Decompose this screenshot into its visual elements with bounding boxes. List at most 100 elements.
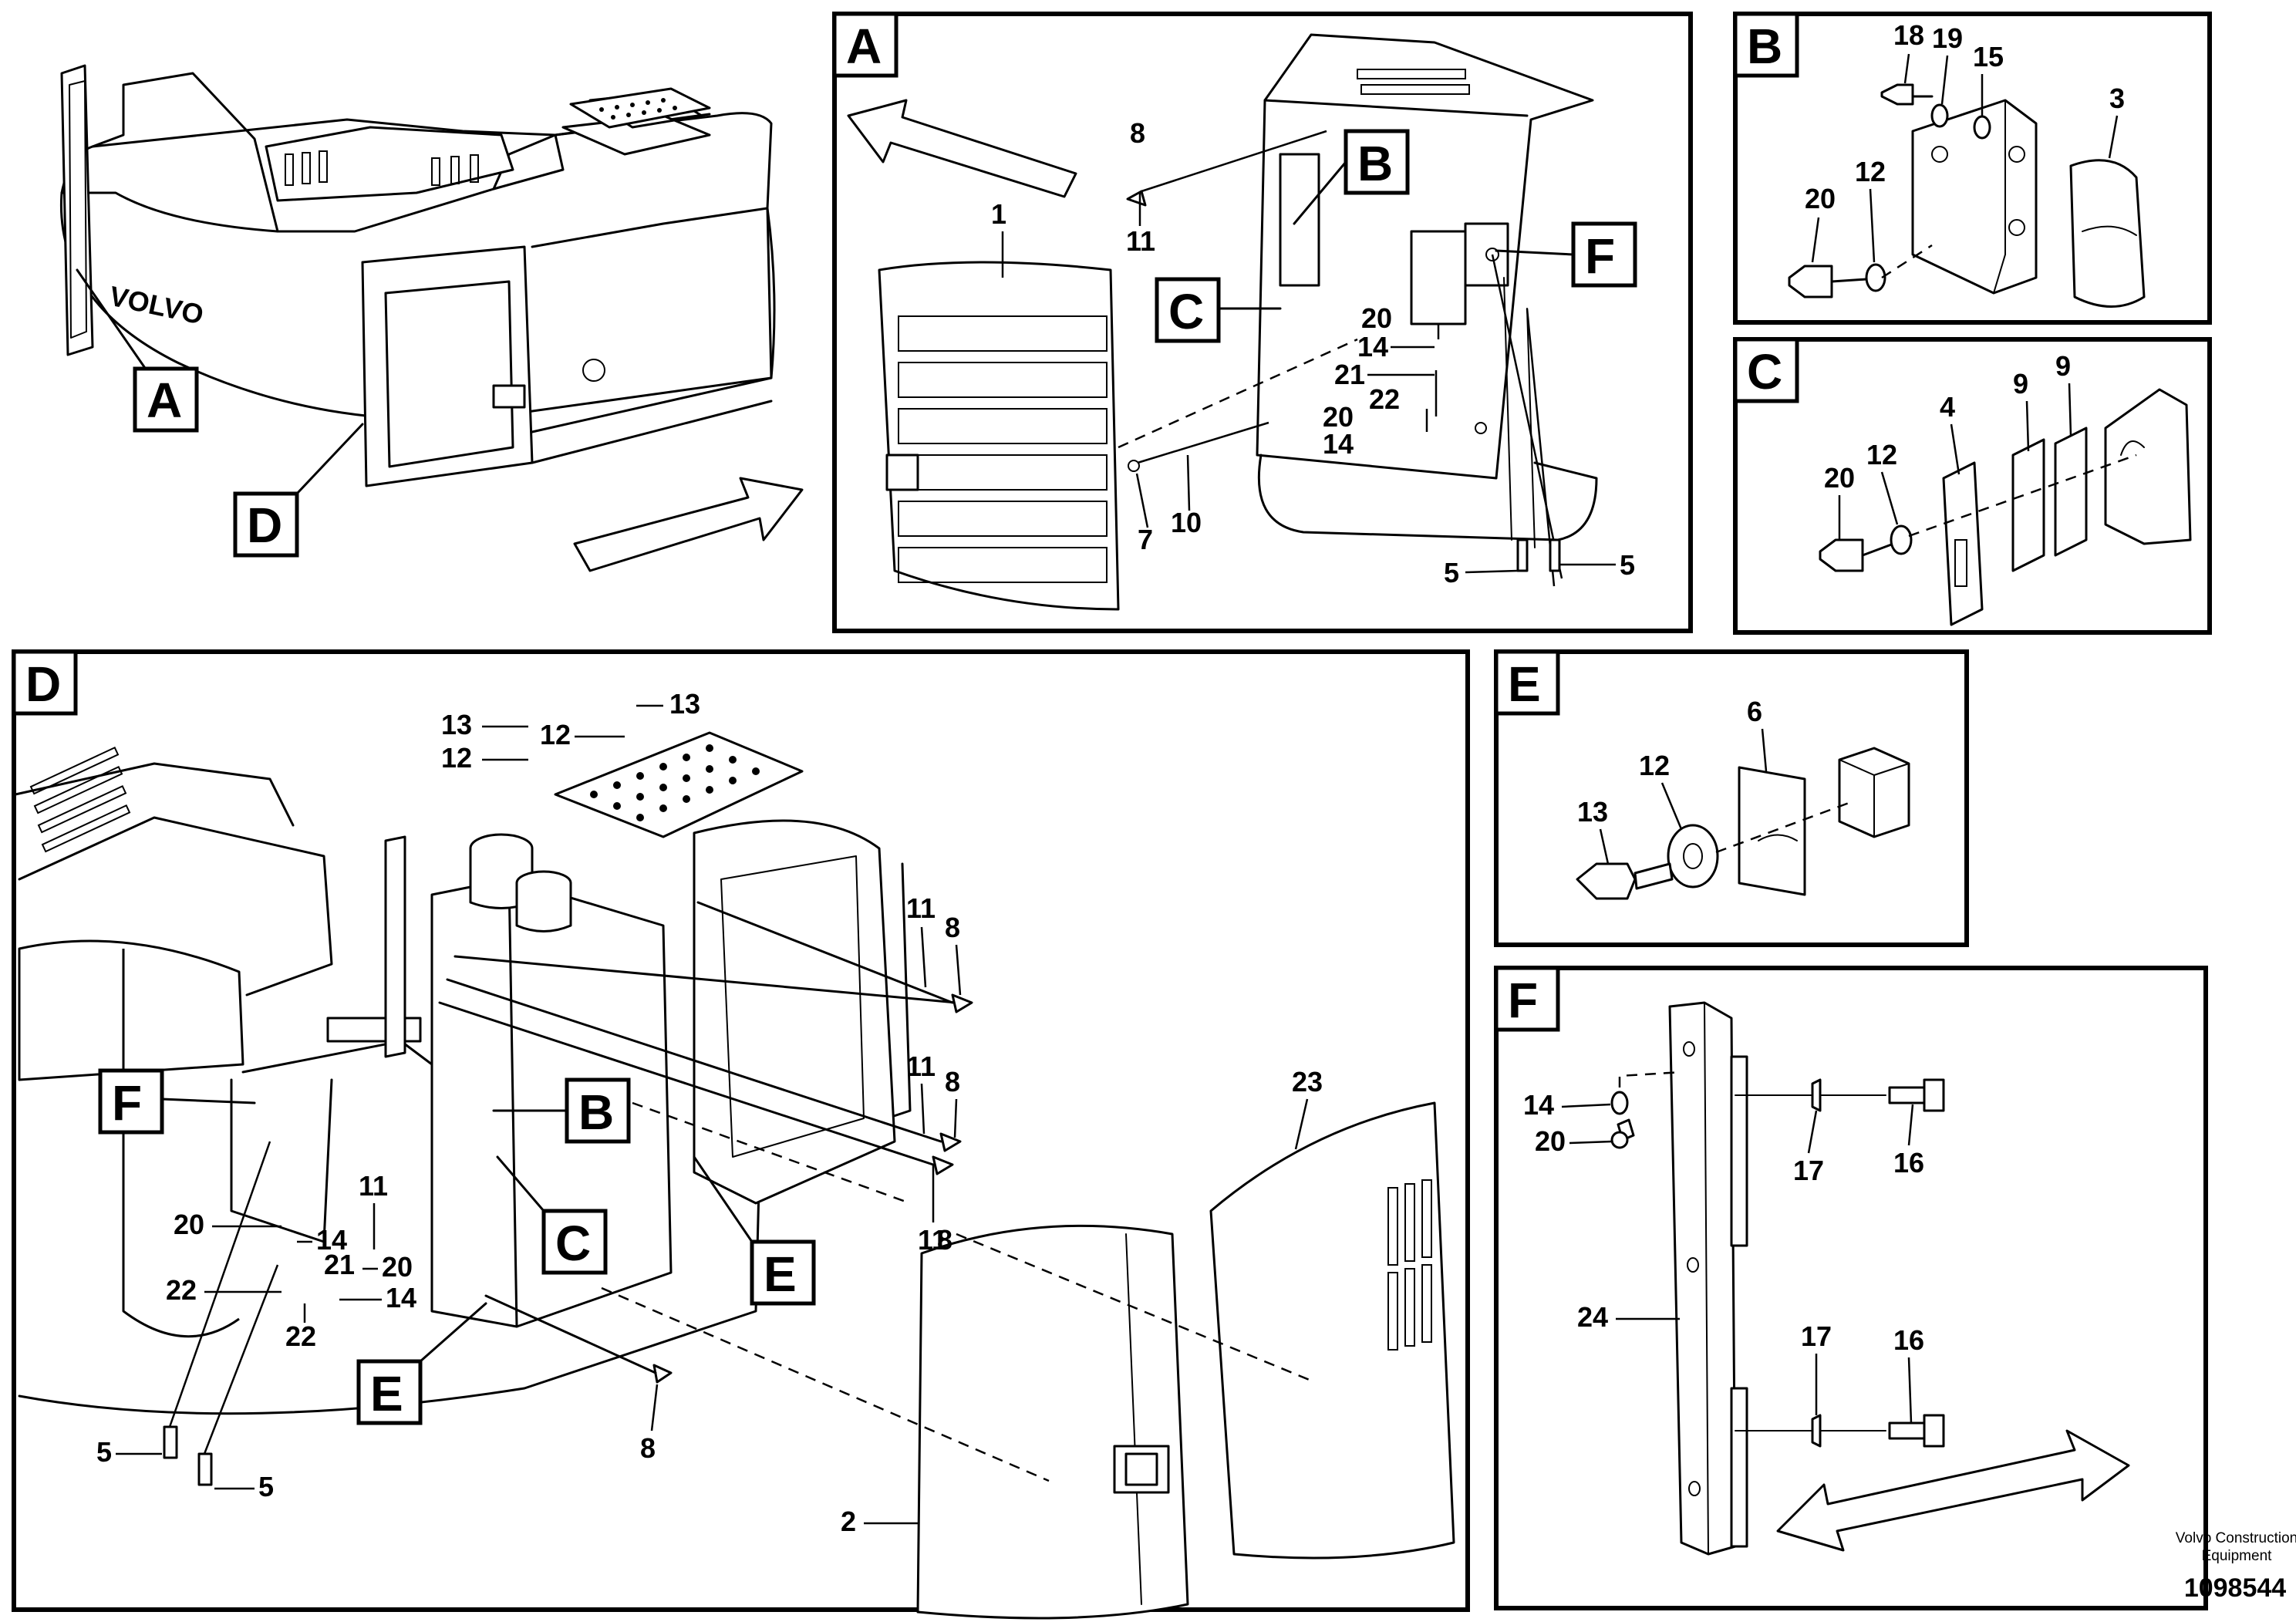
svg-text:14: 14	[386, 1282, 416, 1313]
panel-F: F	[1494, 966, 2208, 1610]
svg-text:11: 11	[918, 1224, 947, 1256]
svg-text:5: 5	[258, 1471, 274, 1502]
svg-text:A: A	[147, 373, 182, 428]
panel-D-callout-C: C	[496, 1155, 608, 1275]
panel-E: E	[1494, 649, 1969, 947]
direction-arrow-icon	[847, 99, 1077, 198]
svg-text:17: 17	[1801, 1320, 1832, 1352]
panel-D-callout-B: B	[492, 1077, 631, 1144]
svg-text:Equipment: Equipment	[2202, 1548, 2273, 1564]
panel-C: C	[1733, 337, 2212, 635]
svg-text:1098544: 1098544	[2184, 1573, 2286, 1603]
svg-text:14: 14	[1357, 331, 1388, 363]
svg-text:12: 12	[1855, 156, 1886, 187]
svg-text:19: 19	[1932, 22, 1963, 54]
svg-text:24: 24	[1577, 1301, 1608, 1333]
svg-text:6: 6	[1747, 696, 1762, 727]
svg-text:7: 7	[1138, 524, 1153, 555]
svg-text:F: F	[1585, 228, 1615, 284]
panel-D-callout-E2: E	[356, 1302, 487, 1425]
svg-text:12: 12	[1639, 750, 1670, 781]
svg-text:13: 13	[441, 709, 472, 740]
credit-block: Volvo Construction Equipment 1098544	[2176, 1530, 2296, 1603]
panel-A-callout-F: F	[1495, 221, 1637, 288]
svg-text:F: F	[1508, 973, 1538, 1028]
svg-text:21: 21	[324, 1249, 355, 1280]
svg-text:C: C	[1168, 284, 1204, 339]
panel-C-part-numbers: 9 9 4 12 20	[1824, 350, 2072, 540]
svg-text:22: 22	[285, 1320, 316, 1352]
svg-text:9: 9	[2013, 368, 2028, 400]
svg-text:E: E	[370, 1366, 403, 1421]
overview-callout-A: A	[76, 268, 199, 433]
svg-text:8: 8	[945, 912, 960, 943]
direction-arrow-icon	[573, 477, 804, 572]
svg-text:A: A	[846, 19, 882, 74]
svg-text:14: 14	[1323, 428, 1354, 460]
svg-text:C: C	[1747, 344, 1782, 400]
svg-text:20: 20	[1361, 302, 1392, 334]
panel-A-frame	[1256, 33, 1598, 548]
svg-text:10: 10	[1171, 507, 1202, 538]
overview-grill	[569, 87, 711, 129]
svg-text:8: 8	[945, 1066, 960, 1098]
svg-text:12: 12	[441, 742, 472, 774]
panel-D: D	[12, 649, 1470, 1620]
svg-text:8: 8	[1130, 117, 1145, 149]
svg-text:15: 15	[1973, 41, 2004, 73]
svg-text:5: 5	[96, 1436, 112, 1468]
panel-A-callout-C: C	[1155, 277, 1282, 343]
svg-text:D: D	[247, 497, 282, 553]
svg-text:2: 2	[841, 1506, 856, 1537]
svg-text:D: D	[25, 656, 61, 712]
overview-louvers	[285, 150, 479, 186]
svg-text:8: 8	[640, 1432, 656, 1464]
svg-text:C: C	[555, 1216, 591, 1271]
svg-text:4: 4	[1940, 391, 1955, 423]
panel-E-part-numbers: 6 12 13	[1577, 696, 1768, 865]
panel-D-side-panel-23	[1209, 1101, 1455, 1560]
svg-text:11: 11	[359, 1170, 388, 1202]
svg-text:20: 20	[1805, 183, 1836, 214]
panel-A-callout-B: B	[1293, 129, 1410, 225]
panel-D-machine	[14, 731, 912, 1415]
panel-D-deck-slots	[29, 746, 131, 853]
svg-text:14: 14	[316, 1224, 347, 1256]
svg-text:1: 1	[991, 198, 1006, 230]
panel-A-grille-cover	[878, 261, 1120, 611]
panel-A: A	[832, 12, 1693, 633]
svg-text:22: 22	[1369, 383, 1400, 415]
svg-text:20: 20	[1535, 1125, 1566, 1157]
svg-text:11: 11	[1126, 225, 1155, 257]
overview-callout-D: D	[233, 423, 364, 558]
panel-D-door-2	[916, 1224, 1189, 1620]
panel-A-part-numbers: 8 1 11 20 14 21 22 20 14 7 10 5 5	[991, 117, 1635, 588]
svg-text:E: E	[1508, 656, 1541, 712]
svg-text:8: 8	[937, 1224, 952, 1256]
svg-text:20: 20	[1824, 462, 1855, 494]
direction-arrow-icon	[1776, 1429, 2130, 1552]
svg-text:B: B	[1747, 19, 1782, 74]
svg-text:16: 16	[1893, 1147, 1924, 1179]
svg-text:F: F	[112, 1075, 142, 1131]
svg-text:16: 16	[1893, 1324, 1924, 1356]
svg-text:13: 13	[1577, 796, 1608, 828]
svg-text:Volvo Construction: Volvo Construction	[2176, 1530, 2296, 1546]
svg-text:21: 21	[1334, 359, 1365, 390]
svg-text:13: 13	[669, 688, 700, 720]
svg-text:5: 5	[1444, 557, 1459, 588]
svg-text:E: E	[764, 1246, 797, 1302]
svg-text:B: B	[578, 1084, 614, 1140]
panel-D-part-numbers: 13 13 12 12 11 8 11 8 11 8 23 11 20 14 2…	[96, 688, 1323, 1537]
panel-B: B	[1733, 12, 2212, 325]
svg-text:18: 18	[1893, 19, 1924, 51]
svg-text:23: 23	[1292, 1066, 1323, 1098]
svg-text:20: 20	[382, 1251, 413, 1283]
panel-D-callout-E1: E	[693, 1155, 816, 1306]
svg-text:12: 12	[540, 719, 571, 750]
svg-text:3: 3	[2109, 83, 2125, 114]
svg-text:17: 17	[1793, 1155, 1824, 1186]
svg-text:11: 11	[906, 1050, 936, 1082]
svg-text:11: 11	[906, 892, 936, 924]
panel-F-part-numbers: 14 20 17 16 24 17 16	[1523, 1089, 1924, 1424]
